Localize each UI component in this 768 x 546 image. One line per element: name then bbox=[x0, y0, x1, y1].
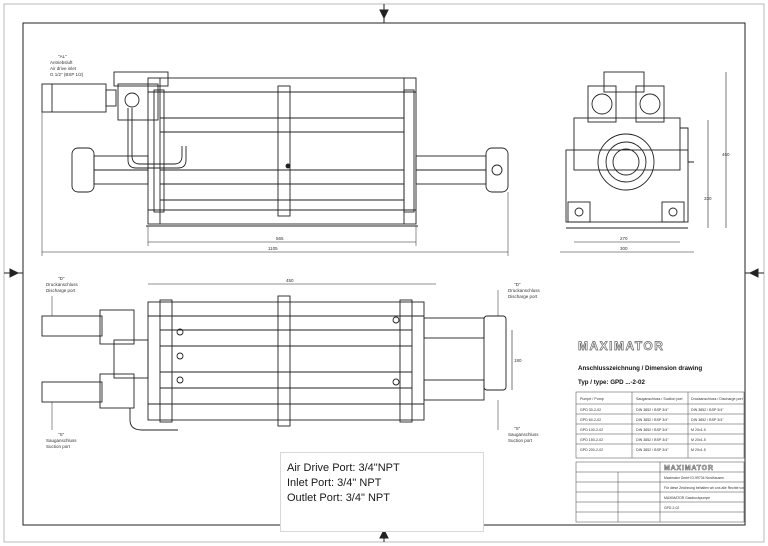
centering-marks bbox=[4, 4, 764, 542]
right-suction-label-1: "S" bbox=[514, 426, 521, 431]
footer-product: MAXIMATOR Gasdruckpumpe bbox=[664, 496, 710, 500]
left-suction-label-2: Sauganschluss bbox=[46, 438, 77, 443]
table-cell: GPD 200-2-02 bbox=[580, 448, 603, 452]
footer-text: MAXIMATOR Maximator GmbH D-99734 Nordhau… bbox=[664, 465, 745, 510]
dim-180: 180 bbox=[514, 358, 522, 363]
table-cell: GPD 30-2-02 bbox=[580, 408, 601, 412]
air-inlet-label-2: Antriebsluft bbox=[50, 60, 73, 65]
table-cell: DIN 3852 / BSP 3/4" bbox=[636, 428, 669, 432]
table-cell: GPD 60-2-02 bbox=[580, 418, 601, 422]
port-specifications-box: Air Drive Port: 3/4"NPT Inlet Port: 3/4"… bbox=[280, 452, 484, 532]
dim-270: 270 bbox=[620, 236, 628, 241]
air-inlet-label-1: "AL" bbox=[58, 54, 67, 59]
table-cell: M 20x1.5 bbox=[691, 448, 706, 452]
table-cell: DIN 3852 / BSP 3/4" bbox=[636, 448, 669, 452]
side-view-labels: 270 300 460 330 bbox=[620, 152, 730, 251]
table-cell: M 20x1.5 bbox=[691, 438, 706, 442]
outlet-port-text: Outlet Port: 3/4" NPT bbox=[287, 492, 390, 504]
footer-block bbox=[575, 461, 745, 523]
right-suction-label-3: Suction port bbox=[508, 438, 533, 443]
dim-330: 330 bbox=[704, 196, 712, 201]
inlet-port-text: Inlet Port: 3/4" NPT bbox=[287, 477, 382, 489]
table-cell: DIN 3852 / BSP 3/4" bbox=[691, 418, 724, 422]
connection-table-text: Pumpe / Pump Sauganschluss / Suction por… bbox=[580, 397, 743, 452]
footer-code: GPD-2-02 bbox=[664, 506, 679, 510]
left-discharge-label-1: "D" bbox=[58, 276, 65, 281]
right-suction-label-2: Sauganschluss bbox=[508, 432, 539, 437]
right-discharge-label-3: Discharge port bbox=[508, 294, 538, 299]
left-discharge-label-2: Druckanschluss bbox=[46, 282, 79, 287]
table-cell: DIN 3852 / BSP 3/4" bbox=[636, 408, 669, 412]
table-cell: DIN 3852 / BSP 3/4" bbox=[636, 438, 669, 442]
dim-460: 460 bbox=[722, 152, 730, 157]
footer-brand: MAXIMATOR bbox=[664, 465, 714, 472]
right-discharge-label-1: "D" bbox=[514, 282, 521, 287]
air-inlet-label-3: Air drive inlet bbox=[50, 66, 77, 71]
top-view bbox=[41, 71, 509, 256]
table-cell: DIN 3852 / BSP 3/4" bbox=[691, 408, 724, 412]
drawing-title: Anschlusszeichnung / Dimension drawing bbox=[578, 365, 702, 372]
left-suction-label-1: "S" bbox=[58, 432, 65, 437]
air-inlet-label-4: G 1/2" (BSP 1/2) bbox=[50, 72, 84, 77]
connection-table bbox=[575, 391, 745, 459]
bottom-view bbox=[41, 283, 513, 431]
dim-565: 565 bbox=[276, 236, 284, 241]
table-header-discharge: Druckanschluss / Discharge port bbox=[691, 397, 743, 401]
table-cell: GPD 150-2-02 bbox=[580, 438, 603, 442]
table-header-suction: Sauganschluss / Suction port bbox=[636, 397, 683, 401]
top-view-labels: "AL" Antriebsluft Air drive inlet G 1/2"… bbox=[50, 54, 284, 251]
left-discharge-label-3: Discharge port bbox=[46, 288, 76, 293]
footer-company: Maximator GmbH D-99734 Nordhausen bbox=[664, 476, 724, 480]
title-block: MAXIMATOR Anschlusszeichnung / Dimension… bbox=[578, 339, 703, 386]
table-cell: GPD 100-2-02 bbox=[580, 428, 603, 432]
bottom-view-labels: 450 180 "D" Druckanschluss Discharge por… bbox=[46, 276, 541, 449]
right-discharge-label-2: Druckanschluss bbox=[508, 288, 541, 293]
drawing-type: Typ / type: GPD ...-2-02 bbox=[578, 379, 645, 386]
table-header-pump: Pumpe / Pump bbox=[580, 397, 604, 401]
air-drive-port-text: Air Drive Port: 3/4"NPT bbox=[287, 462, 400, 474]
table-cell: M 20x1.5 bbox=[691, 428, 706, 432]
footer-rights: Für diese Zeichnung behalten wir uns all… bbox=[664, 486, 745, 490]
left-suction-label-3: Suction port bbox=[46, 444, 71, 449]
table-cell: DIN 3852 / BSP 3/4" bbox=[636, 418, 669, 422]
dim-300: 300 bbox=[620, 246, 628, 251]
dim-1105: 1105 bbox=[268, 246, 278, 251]
side-view bbox=[560, 71, 727, 253]
brand-logo: MAXIMATOR bbox=[578, 339, 664, 353]
dim-450: 450 bbox=[286, 278, 294, 283]
